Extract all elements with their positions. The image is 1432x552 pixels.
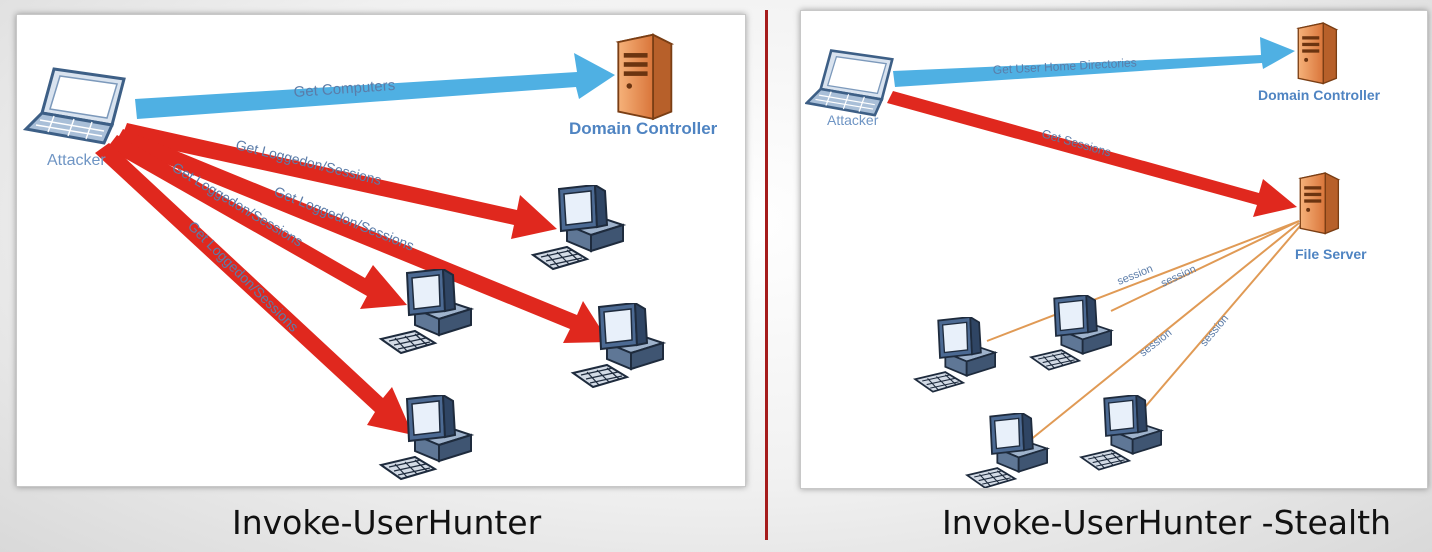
session-label: session: [1198, 313, 1231, 349]
attacker-label: Attacker: [47, 152, 106, 169]
caption-invoke-userhunter: Invoke-UserHunter: [232, 503, 542, 542]
server-icon: [1297, 22, 1338, 85]
desktop-icon: [914, 317, 997, 393]
divider: [765, 10, 768, 540]
arrow-sessions-3: [107, 135, 407, 309]
desktop-icon: [1030, 295, 1113, 371]
attacker-label: Attacker: [827, 112, 879, 128]
laptop-icon: [805, 49, 894, 117]
desktop-icon: [1080, 395, 1163, 471]
arrow-sessions-1: [121, 123, 557, 239]
session-lines: [986, 220, 1302, 442]
arrow-sessions-4: [95, 143, 413, 435]
diagram-invoke-userhunter-stealth: session session session session Get User…: [800, 10, 1428, 489]
server-icon: [617, 33, 673, 120]
arrow-get-computers: [135, 53, 615, 119]
server-icon: [1299, 172, 1340, 235]
arrow-home-directories: [893, 37, 1295, 87]
domain-controller-label: Domain Controller: [569, 119, 718, 138]
arrow-get-sessions: [887, 91, 1297, 217]
arrow-sessions-2: [115, 129, 609, 343]
laptop-icon: [24, 67, 126, 145]
diagram-invoke-userhunter: Get Computers Get Loggedon/Sessions Get …: [16, 14, 746, 487]
caption-invoke-userhunter-stealth: Invoke-UserHunter -Stealth: [942, 503, 1392, 542]
session-label: session: [1137, 327, 1174, 359]
domain-controller-label: Domain Controller: [1258, 87, 1381, 103]
file-server-label: File Server: [1295, 246, 1367, 262]
desktop-icon: [966, 413, 1049, 488]
